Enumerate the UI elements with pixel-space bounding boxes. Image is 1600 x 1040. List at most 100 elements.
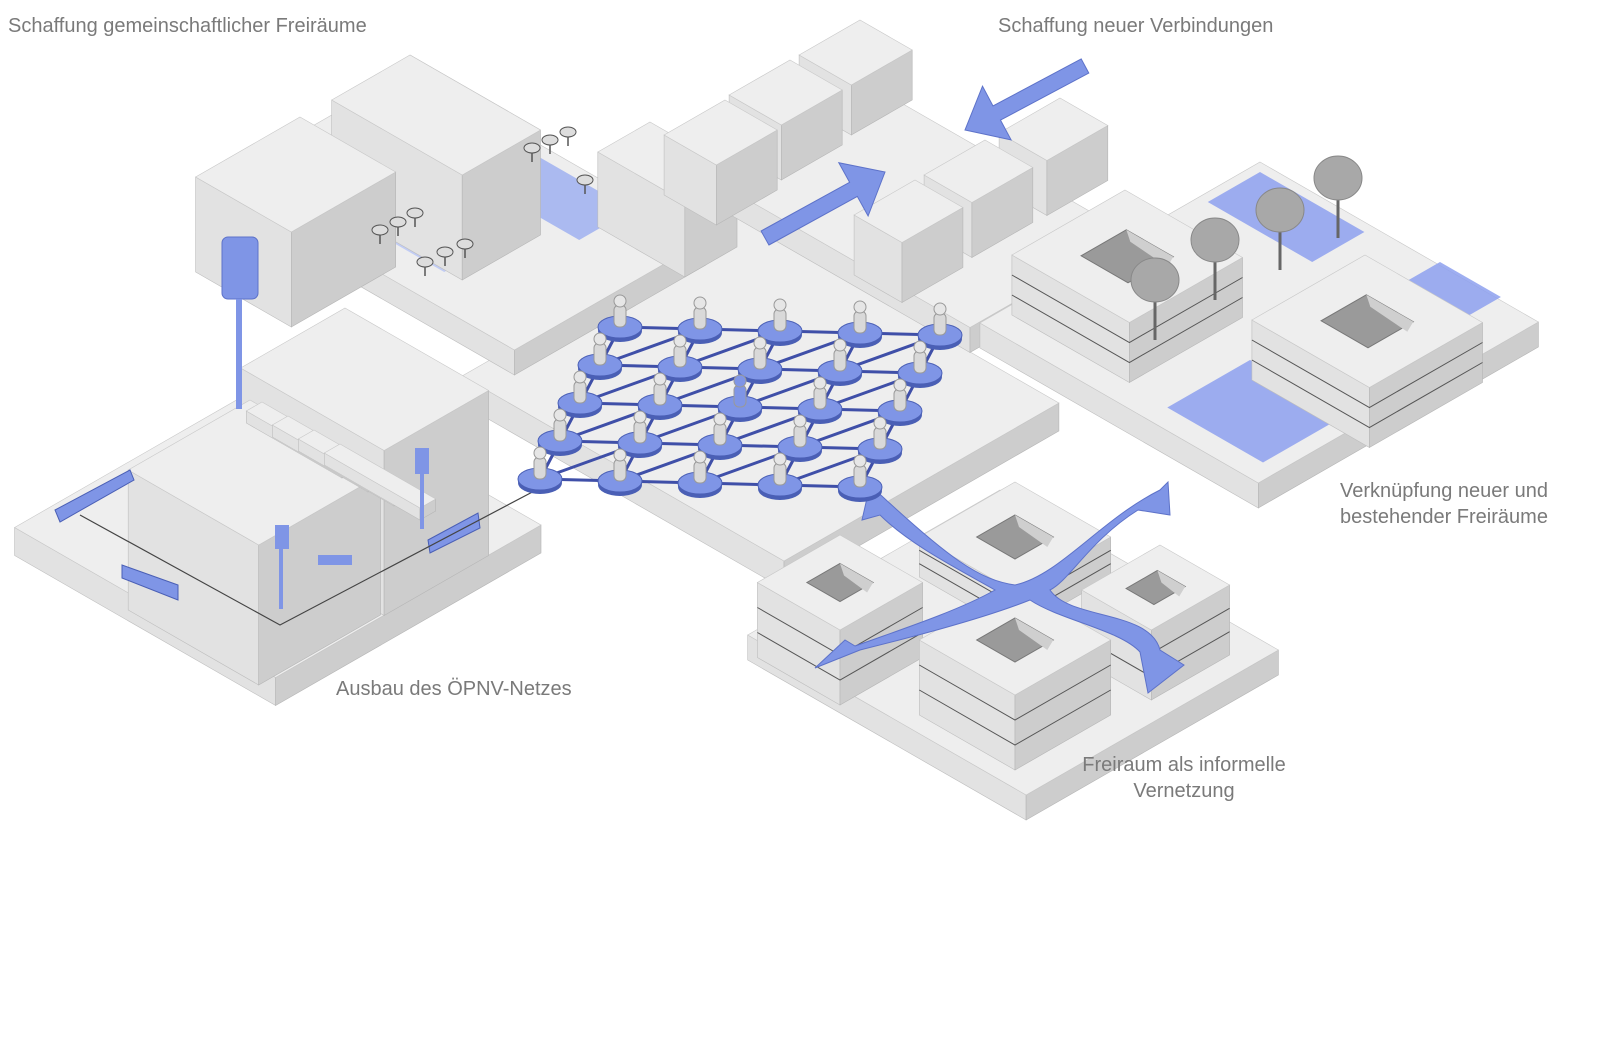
person-body [813,386,827,410]
table-top [541,134,559,146]
building-block [663,99,778,226]
person-body [553,418,567,442]
bus-icon [121,564,179,601]
person-head [873,416,887,430]
person-body [573,380,587,404]
tree-crown [1130,257,1180,303]
building-courtyard-courtyard-wall [1015,515,1054,547]
label-informal-line1: Freiraum als informelle [1082,754,1286,776]
person-body [593,342,607,366]
building-tall-back-top-face [331,54,542,176]
sign-pole [236,299,242,409]
person-head [613,294,627,308]
arrow-inbound [760,161,886,246]
table-top [389,216,407,228]
sign-pole-small [279,549,283,609]
table-top [406,207,424,219]
label-linking-open-spaces: Verknüpfung neuer und bestehender Freirä… [1328,478,1560,530]
person-body [613,458,627,482]
building-courtyard-courtyard-wall [1366,294,1414,332]
person-body [733,384,747,408]
building-courtyard-courtyard-wall [1157,570,1186,597]
person-head [553,408,567,422]
person-head [813,376,827,390]
tree-crown [1255,187,1305,233]
table-top [371,224,389,236]
person-body [713,422,727,446]
person-body [693,306,707,330]
building-courtyard-courtyard-wall [1015,618,1054,650]
building-courtyard [1251,254,1484,449]
person-head [753,336,767,350]
person-head [533,446,547,460]
person-head [793,414,807,428]
person-head [933,302,947,316]
person-head [693,450,707,464]
person-head [893,378,907,392]
table-top [456,238,474,250]
building-courtyard-courtyard-wall [840,563,874,593]
building-courtyard-courtyard [1320,294,1415,349]
building-block-top-face [798,19,913,86]
arrow-outbound [964,58,1090,141]
building-courtyard-floor-line [919,664,1111,721]
person-body [533,456,547,480]
tree-crown [1190,217,1240,263]
building-courtyard [1011,189,1244,384]
building-courtyard-floor-line [757,632,923,681]
building-transport-tower-top-face [239,307,490,451]
building-block-top-face [923,139,1034,203]
person-head [853,300,867,314]
person-body [653,382,667,406]
person-head [733,374,747,388]
person-head [653,372,667,386]
network-flow-arrows [814,480,1185,694]
person-body [613,304,627,328]
table-top [436,246,454,258]
table-top [576,174,594,186]
person-head [773,298,787,312]
person-body [853,310,867,334]
bus-stop-sign-large [221,236,259,300]
building-block [853,179,964,304]
building-block-top-face [728,59,843,126]
bus-shelter-icon [318,555,352,565]
label-informal-line2: Vernetzung [1133,780,1235,802]
green-space-patch [1405,262,1501,317]
person-head [773,452,787,466]
person-body [793,424,807,448]
label-public-transport: Ausbau des ÖPNV-Netzes [336,678,572,700]
person-body [773,462,787,486]
person-head [913,340,927,354]
person-head [573,370,587,384]
building-tall-back [331,54,542,281]
person-body [673,344,687,368]
building-courtyard-floor-line [1251,359,1483,429]
building-courtyard-floor-line [919,689,1111,746]
road-line [79,487,541,626]
person-head [693,296,707,310]
building-courtyard-courtyard-wall [1126,229,1174,267]
stair-step [323,443,437,521]
person-head [593,332,607,346]
person-body [893,388,907,412]
person-body [773,308,787,332]
person-body [873,426,887,450]
person-body [633,420,647,444]
table-top [416,256,434,268]
building-courtyard-floor-line [1011,294,1243,364]
sign-pole-small [420,474,424,529]
train-icon [54,469,135,523]
label-shared-open-spaces: Schaffung gemeinschaftlicher Freiräume [8,15,367,37]
person-head [613,448,627,462]
label-linking-line1: Verknüpfung neuer und [1340,480,1548,502]
person-body [913,350,927,374]
label-new-connections: Schaffung neuer Verbindungen [998,15,1274,37]
table-top [523,142,541,154]
person-head [633,410,647,424]
person-body [753,346,767,370]
sign-small [415,448,429,474]
building-block-top-face [663,99,778,166]
